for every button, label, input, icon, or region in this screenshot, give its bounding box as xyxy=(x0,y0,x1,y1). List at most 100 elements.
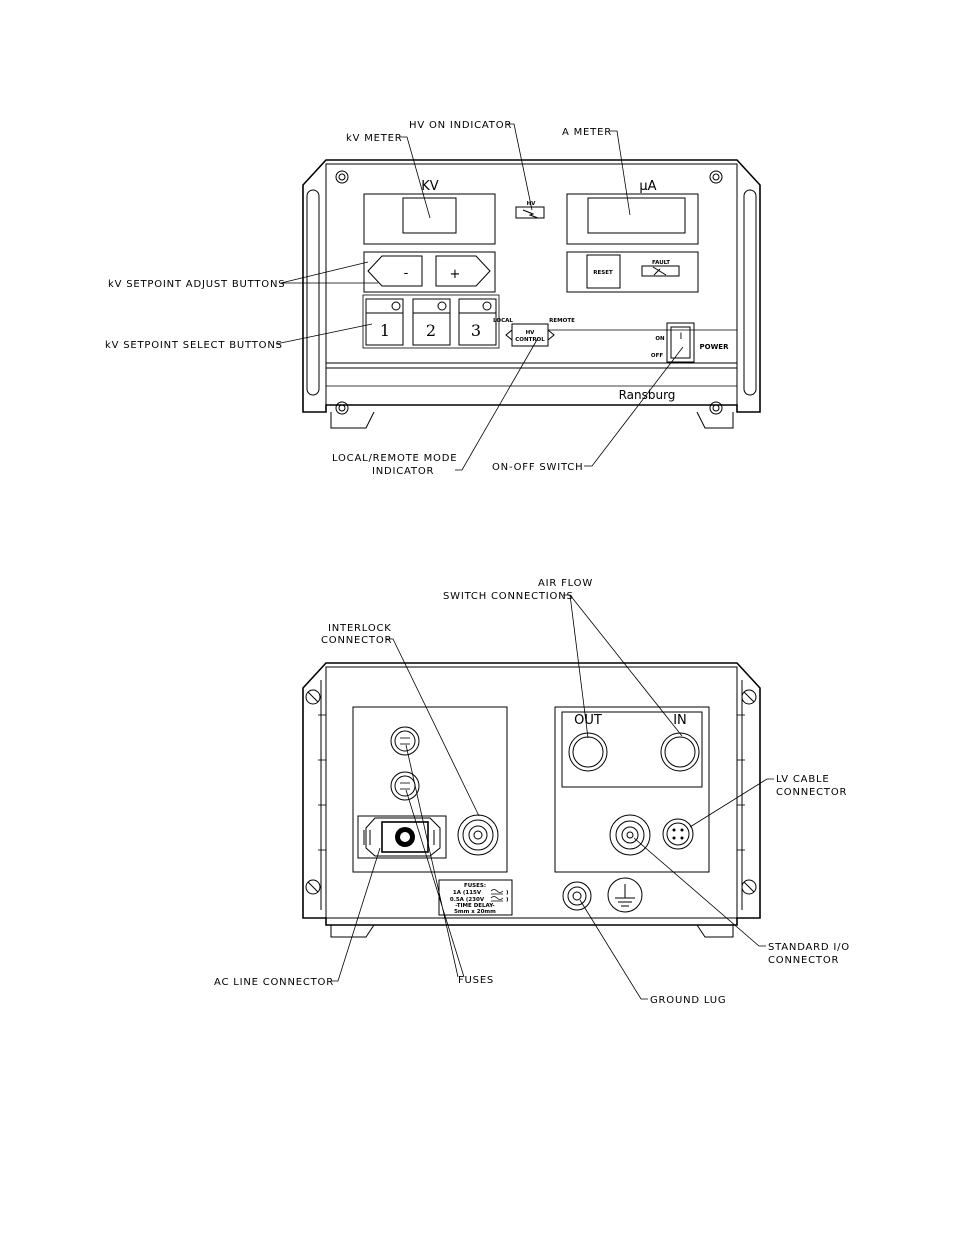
svg-text:): ) xyxy=(506,890,509,896)
rear-callouts: AIR FLOW SWITCH CONNECTIONS INTERLOCK CO… xyxy=(214,578,850,1006)
in-label: IN xyxy=(673,713,687,728)
rear-left-rail xyxy=(318,680,326,910)
front-chassis-outline xyxy=(302,159,761,413)
hv-indicator-label: HV xyxy=(527,201,537,207)
rear-panel-drawing: OUT IN xyxy=(302,662,761,938)
screw-bottom-left xyxy=(335,401,349,415)
rear-face xyxy=(325,666,738,919)
fault-indicator: FAULT xyxy=(641,260,680,277)
front-face xyxy=(325,163,738,406)
rear-screw-tr xyxy=(741,689,757,705)
callout-lv-cable-line1: LV CABLE xyxy=(776,774,829,785)
select-button-1[interactable]: 1 xyxy=(365,298,404,346)
standard-io-connector[interactable] xyxy=(609,814,651,856)
fuse-holder-1[interactable] xyxy=(390,726,420,756)
screw-bottom-right xyxy=(709,401,723,415)
fuse-label-line1: FUSES: xyxy=(464,883,486,889)
kv-meter-frame xyxy=(363,193,496,245)
callout-fuses: FUSES xyxy=(458,975,494,986)
rear-foot-left xyxy=(330,924,375,938)
kv-increase-button[interactable]: + xyxy=(435,255,491,287)
left-rail xyxy=(306,189,320,396)
minus-label: - xyxy=(404,266,409,281)
hv-control-line2: CONTROL xyxy=(515,337,545,343)
callout-a-meter: A METER xyxy=(562,127,612,138)
interlock-connector[interactable] xyxy=(457,814,499,856)
callout-ground-lug: GROUND LUG xyxy=(650,995,726,1006)
callout-kv-meter: kV METER xyxy=(346,133,403,144)
left-plate xyxy=(352,706,508,873)
rear-foot-right xyxy=(696,924,734,938)
kv-decrease-button[interactable]: - xyxy=(367,255,423,287)
callout-on-off-switch: ON-OFF SWITCH xyxy=(492,462,583,473)
hv-control-line1: HV xyxy=(526,330,536,336)
off-label: OFF xyxy=(651,353,663,359)
callout-air-flow-line2: SWITCH CONNECTIONS xyxy=(443,591,574,602)
rear-screw-bl xyxy=(305,879,321,895)
callout-standard-io-line1: STANDARD I/O xyxy=(768,942,850,953)
air-flow-out-connector[interactable] xyxy=(568,732,608,772)
power-switch[interactable]: I xyxy=(666,322,695,363)
air-flow-subplate xyxy=(561,711,703,788)
select-button-3[interactable]: 3 xyxy=(458,298,497,346)
callout-interlock-line2: CONNECTOR xyxy=(321,635,392,646)
hv-control-indicator: HV CONTROL xyxy=(505,323,555,347)
adjust-buttons-frame xyxy=(363,251,496,293)
screw-top-left xyxy=(335,170,349,184)
fuse-rating-label: FUSES: 1A (115V 0.5A (230V -TIME DELAY- … xyxy=(438,879,513,916)
lv-cable-connector[interactable] xyxy=(662,818,694,850)
switch-mark: I xyxy=(680,332,683,342)
callout-kv-setpoint-adjust: kV SETPOINT ADJUST BUTTONS xyxy=(108,279,285,290)
rear-screw-br xyxy=(741,879,757,895)
local-label: LOCAL xyxy=(493,318,513,324)
plus-label: + xyxy=(450,267,461,282)
fuse-label-line3: 0.5A (230V xyxy=(450,897,485,903)
ua-meter-frame xyxy=(566,193,699,245)
svg-text:): ) xyxy=(506,897,509,903)
select-button-2[interactable]: 2 xyxy=(412,298,451,346)
select-3-label: 3 xyxy=(471,321,481,340)
rear-screw-tl xyxy=(305,689,321,705)
foot-right xyxy=(696,411,734,429)
foot-left xyxy=(330,411,375,429)
select-2-label: 2 xyxy=(426,321,436,340)
fuse-label-line5: 5mm x 20mm xyxy=(454,909,496,915)
callout-lv-cable-line2: CONNECTOR xyxy=(776,787,847,798)
callout-local-remote-line1: LOCAL/REMOTE MODE xyxy=(332,453,457,464)
kv-meter-display xyxy=(402,197,457,234)
kv-heading: KV xyxy=(421,179,439,194)
ua-heading: µA xyxy=(639,179,656,194)
hv-on-indicator xyxy=(515,206,545,219)
air-flow-in-connector[interactable] xyxy=(660,732,700,772)
fuse-label-line2: 1A (115V xyxy=(453,890,482,896)
lightning-icon xyxy=(522,209,539,219)
callout-hv-on-indicator: HV ON INDICATOR xyxy=(409,120,512,131)
ac-line-connector[interactable] xyxy=(357,815,447,859)
on-label: ON xyxy=(655,336,665,342)
right-rail xyxy=(743,189,757,396)
fuse-label-line4: -TIME DELAY- xyxy=(455,903,494,909)
reset-fault-frame xyxy=(566,251,699,293)
reset-label: RESET xyxy=(593,270,613,276)
front-panel-drawing: KV HV µA - + RESET FAULT xyxy=(302,159,761,429)
callout-kv-setpoint-select: kV SETPOINT SELECT BUTTONS xyxy=(105,340,283,351)
callout-interlock-line1: INTERLOCK xyxy=(328,623,392,634)
brand-logo: Ransburg xyxy=(619,388,676,402)
ground-symbol-icon xyxy=(607,877,643,913)
front-callouts: HV ON INDICATOR kV METER A METER kV SETP… xyxy=(105,120,684,477)
remote-label: REMOTE xyxy=(549,318,575,324)
callout-air-flow-line1: AIR FLOW xyxy=(538,578,593,589)
out-label: OUT xyxy=(574,713,602,728)
ground-lug[interactable] xyxy=(562,881,592,911)
select-1-label: 1 xyxy=(380,321,390,340)
right-plate xyxy=(554,706,710,873)
callout-standard-io-line2: CONNECTOR xyxy=(768,955,839,966)
callout-ac-line: AC LINE CONNECTOR xyxy=(214,977,334,988)
fault-label: FAULT xyxy=(652,260,670,266)
screw-top-right xyxy=(709,170,723,184)
ua-meter-display xyxy=(587,197,686,234)
reset-button[interactable]: RESET xyxy=(586,254,621,289)
rear-chassis-outline xyxy=(302,662,761,926)
callout-local-remote-line2: INDICATOR xyxy=(372,466,434,477)
